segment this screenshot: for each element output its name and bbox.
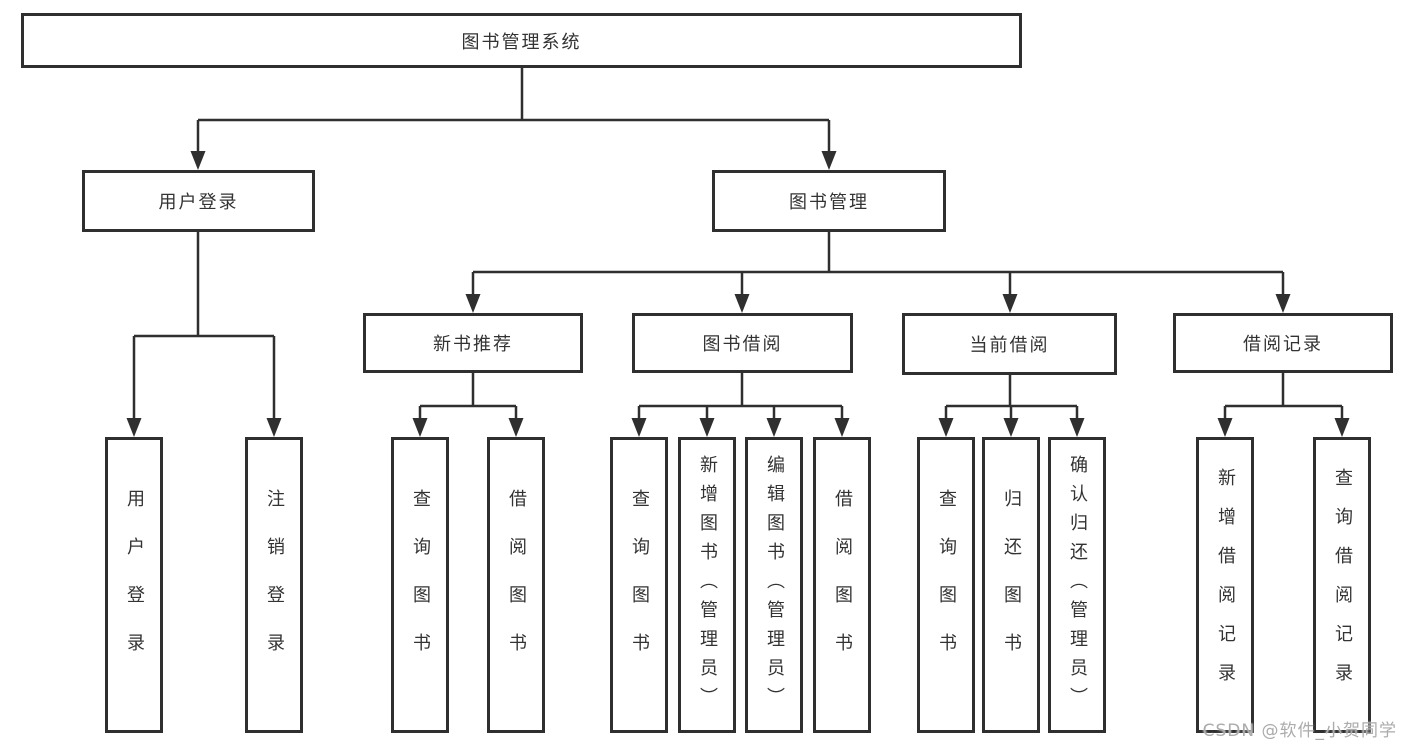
- leaf-query-borrow-record-label: 查询借阅记录: [1332, 468, 1353, 702]
- leaf-query-book-borrow: 查询图书: [610, 437, 668, 733]
- node-book-management: 图书管理: [712, 170, 946, 232]
- leaf-add-book-admin-label: 新增图书（管理员）: [697, 454, 718, 716]
- leaf-query-borrow-record: 查询借阅记录: [1313, 437, 1371, 733]
- leaf-borrow-book: 借阅图书: [813, 437, 871, 733]
- leaf-logout-label: 注销登录: [264, 489, 285, 681]
- node-new-book-recommend: 新书推荐: [363, 313, 583, 373]
- leaf-borrow-book-recommend-label: 借阅图书: [506, 489, 527, 681]
- leaf-query-book-current: 查询图书: [917, 437, 975, 733]
- node-book-management-label: 图书管理: [789, 192, 869, 213]
- node-current-borrow-label: 当前借阅: [969, 335, 1050, 356]
- node-current-borrow: 当前借阅: [902, 313, 1117, 375]
- leaf-edit-book-admin: 编辑图书（管理员）: [745, 437, 803, 733]
- leaf-confirm-return-admin-label: 确认归还（管理员）: [1067, 454, 1088, 716]
- node-book-borrow-label: 图书借阅: [702, 334, 783, 355]
- leaf-return-book: 归还图书: [982, 437, 1040, 733]
- leaf-edit-book-admin-label: 编辑图书（管理员）: [764, 454, 785, 716]
- node-book-borrow: 图书借阅: [632, 313, 853, 373]
- leaf-return-book-label: 归还图书: [1001, 489, 1022, 681]
- node-user-login: 用户登录: [82, 170, 315, 232]
- arrowheads: [126, 120, 1350, 437]
- node-new-book-recommend-label: 新书推荐: [433, 334, 513, 355]
- leaf-query-book-current-label: 查询图书: [936, 489, 957, 681]
- node-user-login-label: 用户登录: [158, 192, 239, 213]
- leaf-query-book-borrow-label: 查询图书: [629, 489, 650, 681]
- leaf-add-borrow-record-label: 新增借阅记录: [1215, 468, 1236, 702]
- leaf-user-login-label: 用户登录: [124, 489, 145, 681]
- watermark: CSDN @软件_小贺同学: [1202, 721, 1397, 741]
- leaf-add-borrow-record: 新增借阅记录: [1196, 437, 1254, 733]
- node-root-label: 图书管理系统: [461, 31, 582, 53]
- leaf-confirm-return-admin: 确认归还（管理员）: [1048, 437, 1106, 733]
- leaf-borrow-book-recommend: 借阅图书: [487, 437, 545, 733]
- node-root: 图书管理系统: [21, 13, 1022, 68]
- node-borrow-records-label: 借阅记录: [1243, 334, 1323, 355]
- leaf-logout: 注销登录: [245, 437, 303, 733]
- leaf-query-book-recommend: 查询图书: [391, 437, 449, 733]
- leaf-user-login: 用户登录: [105, 437, 163, 733]
- leaf-borrow-book-label: 借阅图书: [832, 489, 853, 681]
- leaf-query-book-recommend-label: 查询图书: [410, 489, 431, 681]
- node-borrow-records: 借阅记录: [1173, 313, 1393, 373]
- connector-rails: [134, 68, 1342, 408]
- leaf-add-book-admin: 新增图书（管理员）: [678, 437, 736, 733]
